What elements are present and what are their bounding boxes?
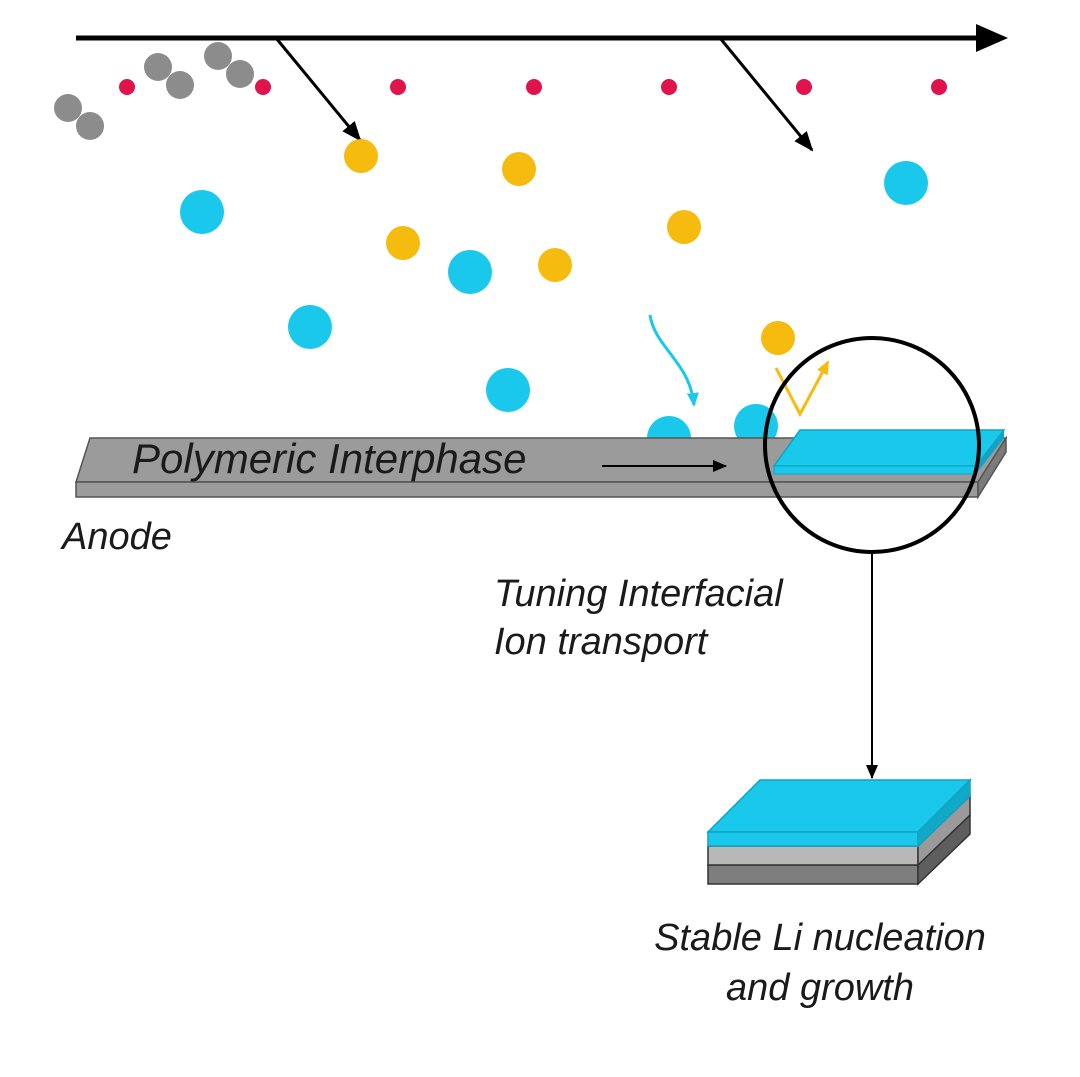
stacked-layers	[706, 778, 972, 886]
lithium-deposit-top	[772, 429, 1006, 467]
solvent-molecule	[144, 53, 172, 81]
anion	[344, 139, 378, 173]
lithium-ion	[486, 368, 530, 412]
lithium-ion	[180, 190, 224, 234]
anions	[344, 139, 795, 355]
lithium-ion	[288, 305, 332, 349]
small-particle	[661, 79, 677, 95]
anion	[386, 226, 420, 260]
small-particles	[119, 79, 947, 95]
anion	[538, 248, 572, 282]
anion	[502, 152, 536, 186]
ion-approach-arrow	[648, 314, 699, 407]
stable-label-line2: and growth	[725, 967, 914, 1009]
solvent-molecule	[204, 42, 232, 70]
interphase-front-face	[75, 481, 979, 498]
interphase-side-face	[977, 435, 1007, 500]
polymeric-interphase-label: Polymeric Interphase	[132, 435, 527, 482]
tuning-label-line2: Ion transport	[494, 621, 708, 663]
lithium-layer-side	[917, 778, 971, 848]
tuning-label-line1: Tuning Interfacial	[494, 573, 783, 615]
lithium-layer-front	[707, 831, 919, 847]
small-particle	[526, 79, 542, 95]
solvent-molecule	[166, 71, 194, 99]
stable-nucleation-label: Stable Li nucleation and growth	[600, 913, 1040, 1013]
solvent-molecule	[226, 60, 254, 88]
anode-layer-front	[707, 864, 919, 885]
diagonal-arrow-right	[718, 37, 814, 152]
diagonal-arrow-left	[274, 37, 362, 142]
solvent-molecules	[54, 42, 254, 140]
anion	[667, 210, 701, 244]
interphase-layer-front	[707, 845, 919, 866]
anode-label: Anode	[62, 516, 172, 558]
stable-label-line1: Stable Li nucleation	[654, 917, 986, 959]
small-particle	[255, 79, 271, 95]
small-particle	[796, 79, 812, 95]
small-particle	[931, 79, 947, 95]
small-particle	[119, 79, 135, 95]
solvent-molecule	[54, 94, 82, 122]
anion	[761, 321, 795, 355]
lithium-deposit-front	[773, 465, 977, 475]
tuning-transport-label: Tuning Interfacial Ion transport	[494, 570, 783, 666]
small-particle	[390, 79, 406, 95]
lithium-ion	[884, 161, 928, 205]
lithium-deposit	[772, 429, 1006, 475]
lithium-ions	[180, 161, 928, 460]
solvent-molecule	[76, 112, 104, 140]
lithium-ion	[448, 250, 492, 294]
flow-arrow	[76, 24, 1008, 52]
lithium-deposit-side	[976, 430, 1004, 474]
